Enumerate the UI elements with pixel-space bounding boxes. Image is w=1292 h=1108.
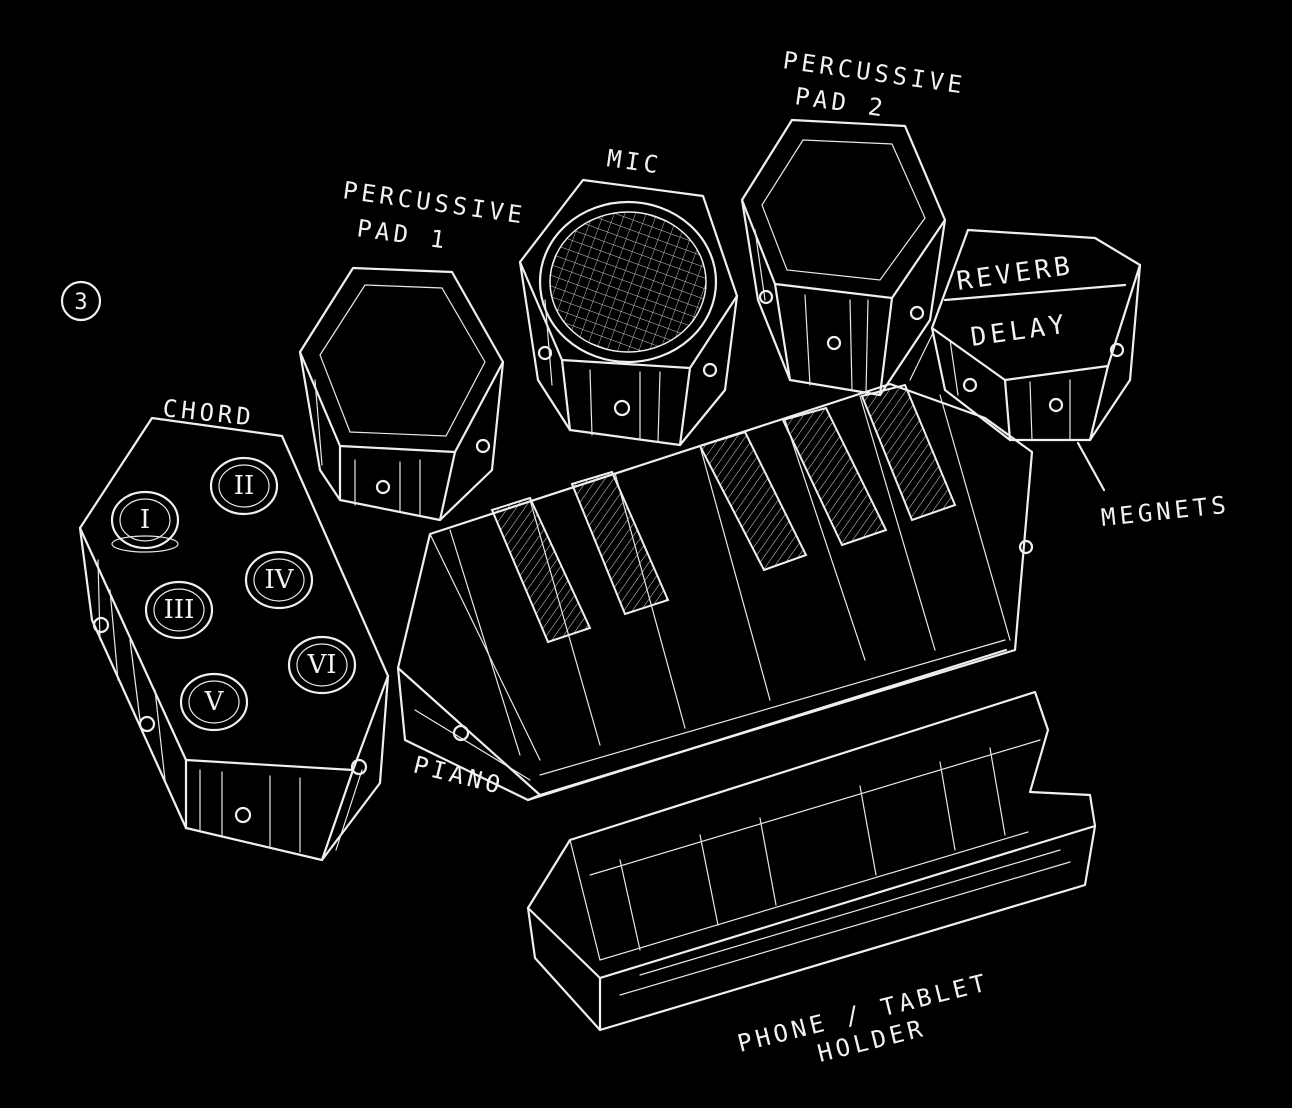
piano-label: PIANO — [411, 751, 507, 800]
chord-button-6[interactable]: VI — [287, 635, 357, 695]
chord-button-4[interactable]: IV — [244, 550, 314, 610]
chord-button-5-label: V — [204, 687, 225, 717]
black-key-5[interactable] — [860, 383, 957, 522]
chord-label: CHORD — [161, 394, 256, 431]
percussive-pad-2[interactable] — [740, 118, 947, 397]
piano-module[interactable] — [396, 382, 1034, 802]
pad1-label-line2: PAD 1 — [355, 214, 450, 255]
sheet-number: 3 — [60, 280, 102, 322]
chord-button-2-label: II — [234, 471, 255, 501]
reverb-delay-module[interactable]: REVERB DELAY — [930, 228, 1142, 442]
black-key-4[interactable] — [781, 406, 888, 547]
mic-label: MIC — [605, 144, 664, 179]
percussive-pad-1[interactable] — [298, 266, 505, 522]
mic-module[interactable] — [518, 178, 739, 447]
black-key-3[interactable] — [698, 430, 808, 572]
pad2-label-line2: PAD 2 — [793, 82, 888, 123]
chord-button-5[interactable]: V — [179, 672, 249, 732]
chord-button-3-label: III — [164, 595, 195, 625]
chord-button-4-label: IV — [264, 565, 294, 595]
chord-button-3[interactable]: III — [144, 580, 214, 640]
chord-button-2[interactable]: II — [209, 456, 279, 516]
sheet-number-text: 3 — [74, 290, 87, 315]
chord-button-6-label: VI — [306, 650, 336, 680]
magnets-label: MEGNETS — [1100, 491, 1231, 532]
black-key-2[interactable] — [570, 470, 670, 616]
black-key-1[interactable] — [490, 496, 592, 644]
chord-button-1-label: I — [140, 505, 150, 535]
chord-module — [78, 416, 390, 862]
delay-label: DELAY — [969, 310, 1070, 353]
chord-button-1[interactable]: I — [110, 490, 180, 553]
phone-tablet-holder[interactable] — [526, 690, 1097, 1032]
